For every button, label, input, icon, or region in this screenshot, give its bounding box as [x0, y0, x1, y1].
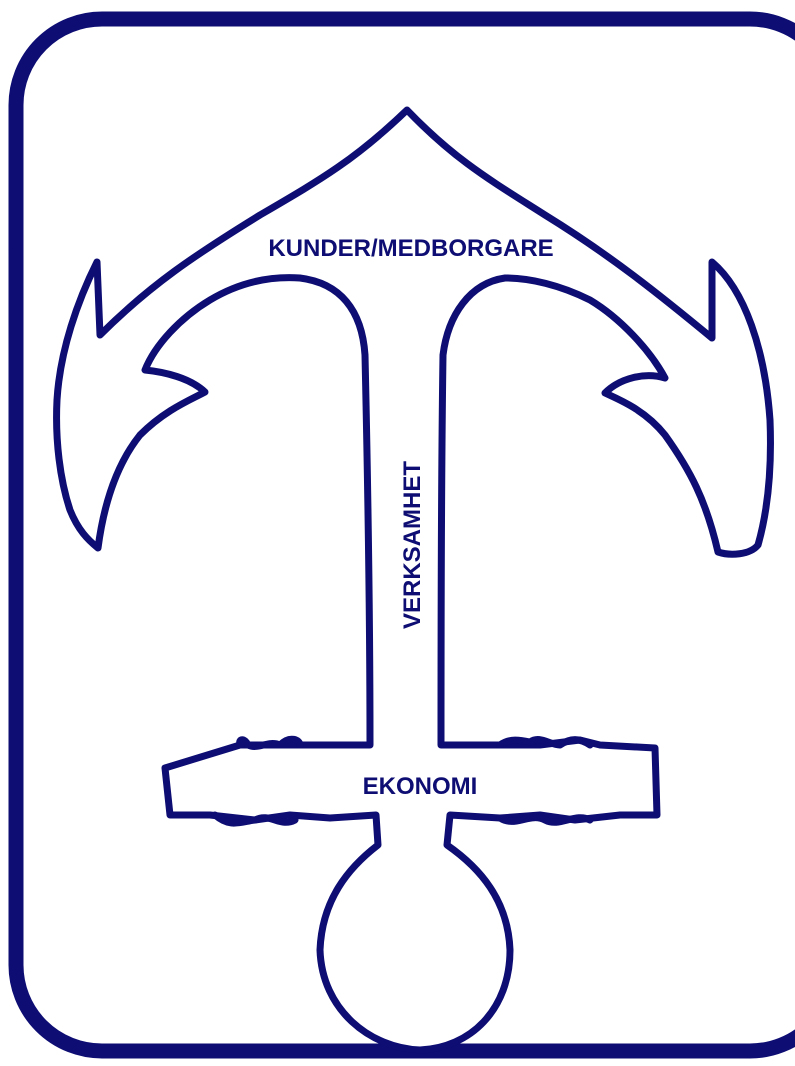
label-operations: VERKSAMHET: [399, 461, 426, 629]
label-customers: KUNDER/MEDBORGARE: [268, 235, 553, 262]
label-economy: EKONOMI: [363, 773, 478, 800]
